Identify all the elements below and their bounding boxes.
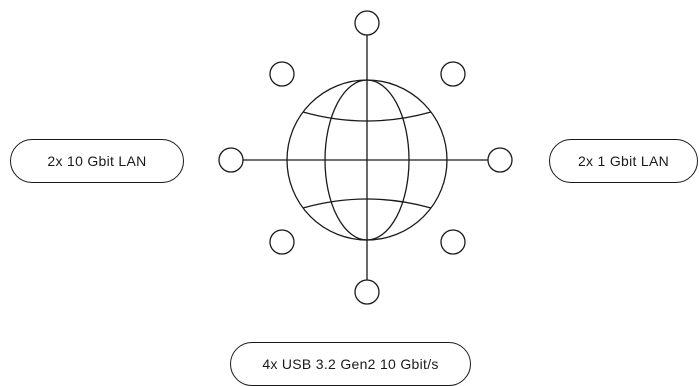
port-circle-bottom	[354, 279, 380, 305]
port-circle-bottom-left	[269, 229, 295, 255]
port-circle-top	[354, 10, 380, 36]
port-circle-left	[218, 147, 244, 173]
port-circle-top-left	[269, 61, 295, 87]
label-usb: 4x USB 3.2 Gen2 10 Gbit/s	[230, 342, 471, 386]
port-circle-bottom-right	[440, 229, 466, 255]
label-10gbit-lan: 2x 10 Gbit LAN	[10, 139, 184, 183]
globe-icon	[286, 79, 448, 241]
label-1gbit-lan: 2x 1 Gbit LAN	[549, 139, 698, 183]
port-circle-right	[487, 147, 513, 173]
port-circle-top-right	[440, 61, 466, 87]
